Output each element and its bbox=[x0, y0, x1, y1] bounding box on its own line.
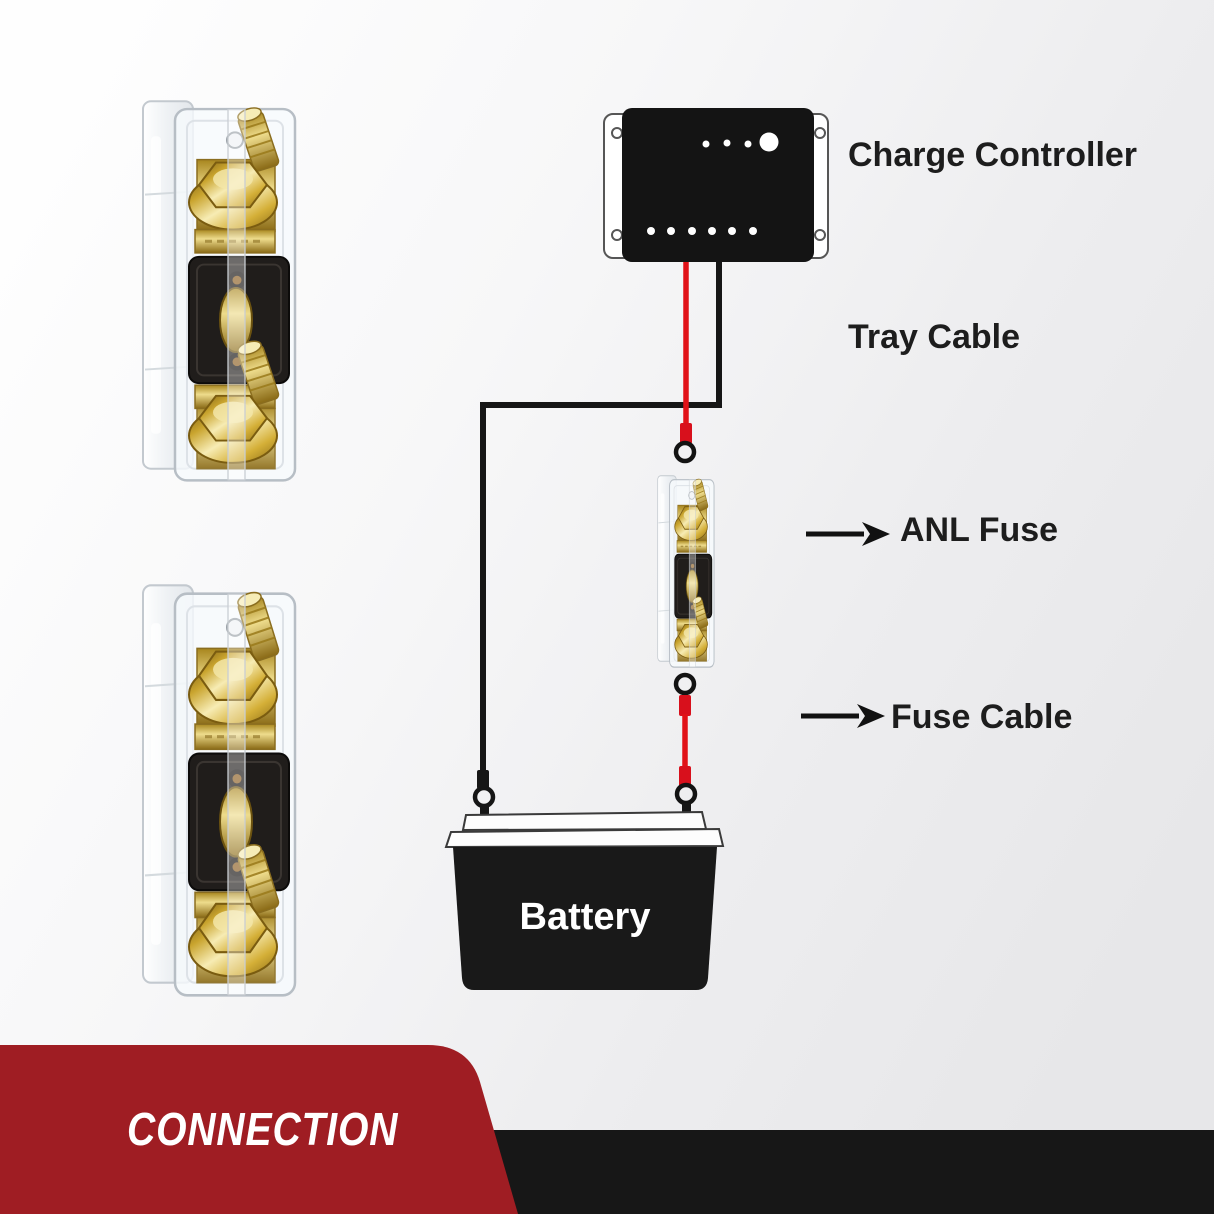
tray-cable-negative-wire bbox=[472, 260, 722, 818]
banner-red-shape bbox=[0, 1045, 518, 1214]
bottom-banner bbox=[0, 1045, 1214, 1214]
battery-label: Battery bbox=[519, 896, 651, 938]
banner-black-band bbox=[420, 1130, 1214, 1214]
anl-fuse-diagram-image bbox=[658, 476, 714, 667]
fuse-cable-positive-wire bbox=[673, 672, 698, 816]
fuse-cable-arrow bbox=[801, 704, 885, 728]
anl-fuse-label: ANL Fuse bbox=[900, 511, 1059, 549]
charge-controller-box bbox=[603, 108, 829, 262]
battery-image bbox=[444, 810, 725, 990]
connection-title: CONNECTION bbox=[127, 1103, 399, 1155]
fuse-holder-photo-bottom bbox=[143, 585, 295, 995]
fuse-holder-photo-top bbox=[143, 101, 295, 480]
fuse-cable-label: Fuse Cable bbox=[891, 698, 1073, 736]
charge-controller-label: Charge Controller bbox=[848, 136, 1138, 174]
tray-cable-label: Tray Cable bbox=[848, 318, 1020, 356]
anl-fuse-arrow bbox=[806, 522, 890, 546]
tray-cable-positive-wire bbox=[673, 260, 697, 464]
